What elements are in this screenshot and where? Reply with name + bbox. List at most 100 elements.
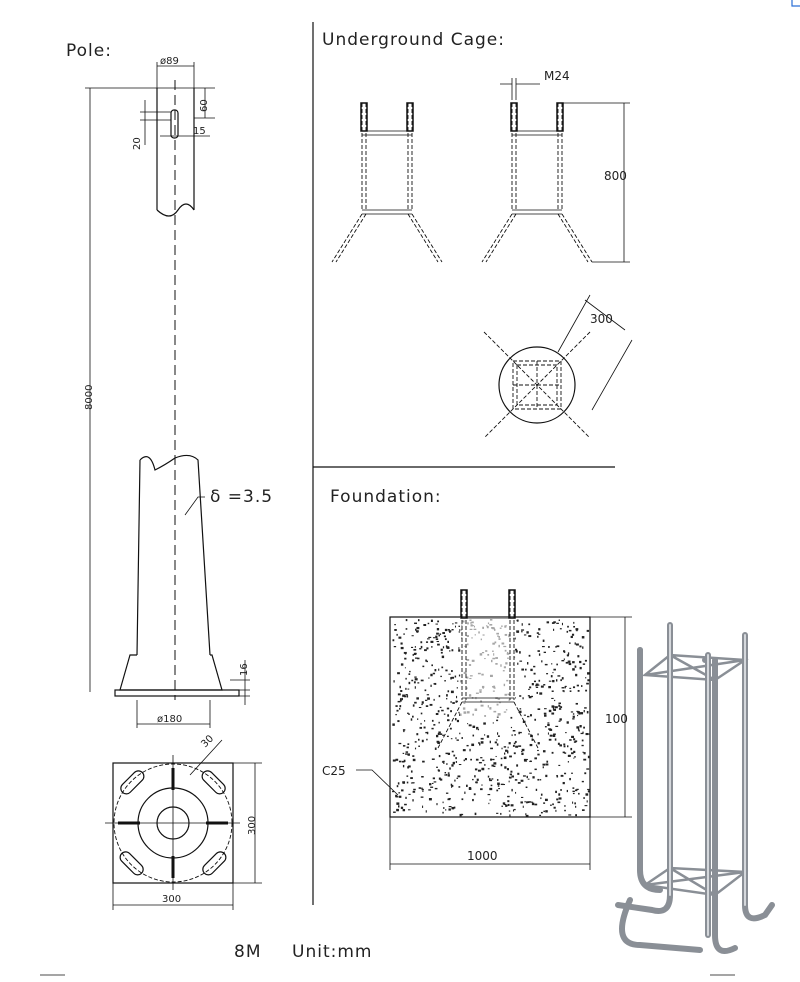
concrete-speck <box>523 758 527 762</box>
concrete-speck <box>481 784 483 786</box>
concrete-speck <box>443 807 445 809</box>
concrete-speck <box>413 788 416 791</box>
concrete-speck <box>461 798 464 801</box>
concrete-speck <box>511 788 513 792</box>
concrete-speck <box>458 786 461 788</box>
concrete-speck <box>567 625 569 628</box>
concrete-speck <box>483 722 486 725</box>
concrete-speck <box>394 629 397 631</box>
concrete-speck <box>585 732 589 736</box>
concrete-speck <box>442 734 445 736</box>
concrete-speck <box>553 806 556 809</box>
concrete-speck <box>496 719 499 722</box>
concrete-speck <box>525 814 529 817</box>
concrete-speck <box>492 758 495 761</box>
concrete-speck <box>577 711 580 714</box>
concrete-speck <box>496 743 499 746</box>
concrete-speck <box>502 802 506 805</box>
concrete-speck <box>531 683 534 686</box>
concrete-speck <box>558 704 561 707</box>
concrete-speck <box>507 800 510 803</box>
concrete-speck <box>405 694 408 696</box>
concrete-speck <box>392 790 395 793</box>
foundation-title: Foundation: <box>330 487 442 507</box>
concrete-speck <box>509 814 511 817</box>
concrete-speck <box>560 789 562 791</box>
concrete-speck <box>497 782 500 785</box>
concrete-speck <box>405 751 409 753</box>
concrete-speck <box>522 697 524 700</box>
concrete-speck <box>490 747 494 750</box>
concrete-speck <box>480 757 483 759</box>
concrete-speck <box>571 633 575 636</box>
concrete-speck <box>454 675 457 678</box>
corner-mark <box>791 0 800 7</box>
concrete-speck <box>455 757 457 760</box>
concrete-speck <box>400 690 403 692</box>
concrete-speck <box>509 777 512 779</box>
concrete-speck <box>586 629 590 632</box>
concrete-speck <box>411 659 415 662</box>
concrete-speck <box>408 713 410 715</box>
concrete-speck <box>509 773 513 776</box>
concrete-speck <box>412 715 414 718</box>
concrete-speck <box>529 686 532 689</box>
concrete-speck <box>553 650 556 652</box>
concrete-speck <box>510 770 513 773</box>
concrete-speck <box>443 761 445 764</box>
concrete-speck <box>575 628 579 631</box>
concrete-speck <box>503 746 507 748</box>
concrete-speck <box>435 623 438 625</box>
concrete-speck <box>404 803 407 806</box>
concrete-speck <box>410 777 413 780</box>
concrete-speck <box>402 764 405 768</box>
concrete-speck <box>504 752 506 755</box>
concrete-speck <box>587 733 590 735</box>
base-plate-width-dim: 300 <box>162 894 181 905</box>
concrete-speck <box>585 793 589 796</box>
concrete-speck <box>444 638 447 641</box>
concrete-speck <box>530 668 533 672</box>
concrete-speck <box>481 767 485 771</box>
concrete-speck <box>427 638 430 640</box>
concrete-speck <box>514 779 518 781</box>
concrete-speck <box>395 714 397 716</box>
concrete-speck <box>444 771 447 774</box>
concrete-speck <box>438 721 440 724</box>
concrete-speck <box>572 787 575 789</box>
concrete-speck <box>438 731 441 734</box>
concrete-speck <box>585 677 587 679</box>
concrete-speck <box>537 635 539 638</box>
concrete-speck <box>577 714 579 717</box>
concrete-speck <box>425 705 429 707</box>
concrete-speck <box>402 752 405 754</box>
concrete-speck <box>557 742 560 745</box>
concrete-speck <box>444 774 448 776</box>
concrete-speck <box>396 802 400 805</box>
concrete-speck <box>450 677 452 680</box>
concrete-speck <box>434 669 437 672</box>
concrete-speck <box>396 709 399 712</box>
concrete-speck <box>587 788 590 790</box>
concrete-speck <box>393 811 396 813</box>
concrete-speck <box>521 623 523 626</box>
concrete-speck <box>564 685 566 689</box>
concrete-speck <box>568 629 572 632</box>
concrete-speck <box>504 766 507 769</box>
concrete-speck <box>493 765 496 768</box>
concrete-speck <box>395 705 398 707</box>
concrete-speck <box>405 687 407 690</box>
concrete-speck <box>563 650 566 653</box>
concrete-speck <box>407 753 410 756</box>
concrete-speck <box>512 744 515 747</box>
concrete-speck <box>535 788 538 791</box>
concrete-speck <box>398 742 402 745</box>
concrete-speck <box>401 760 405 763</box>
concrete-speck <box>400 642 403 645</box>
concrete-speck <box>574 665 577 668</box>
concrete-speck <box>508 810 511 812</box>
concrete-speck <box>446 647 450 649</box>
concrete-speck <box>436 640 440 643</box>
concrete-speck <box>451 764 454 767</box>
